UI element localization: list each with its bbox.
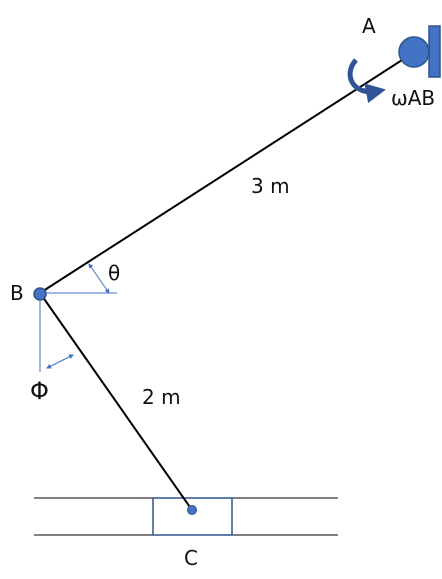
- pin-c: [187, 505, 197, 515]
- label-length-bc: 2 m: [142, 385, 181, 409]
- label-length-ab: 3 m: [251, 174, 290, 198]
- theta-arrow: [88, 263, 110, 294]
- label-phi: Φ: [30, 377, 49, 405]
- slider-block: [152, 497, 233, 536]
- pin-a: [398, 36, 430, 68]
- curved-arrow-icon: [347, 58, 386, 104]
- label-point-a: A: [362, 14, 376, 38]
- label-omega-ab: ωAB: [391, 86, 435, 110]
- wall-support-icon: [428, 25, 441, 78]
- label-point-b: B: [10, 281, 24, 305]
- link-ab: [39, 52, 414, 294]
- pin-b: [33, 287, 47, 301]
- link-bc: [39, 292, 193, 511]
- phi-arrow: [46, 354, 74, 369]
- label-point-c: C: [184, 546, 198, 570]
- label-theta: θ: [108, 261, 120, 285]
